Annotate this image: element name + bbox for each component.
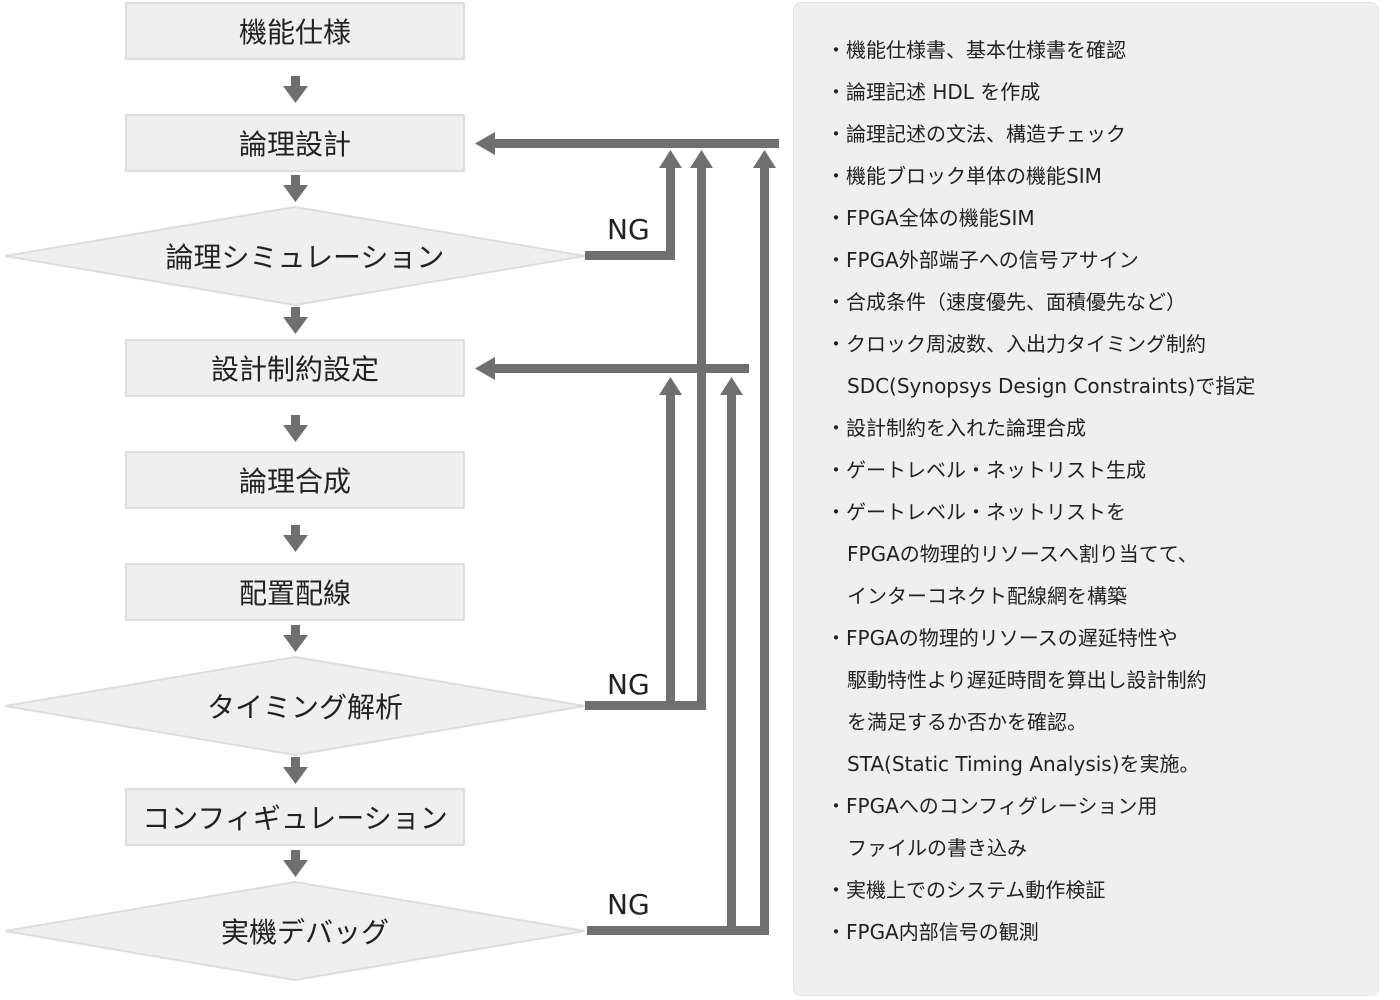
note-line: SDC(Synopsys Design Constraints)で指定 <box>847 374 1256 398</box>
down-arrow <box>283 307 308 334</box>
note-line: ・FPGA全体の機能SIM <box>826 206 1035 230</box>
feedback-arrow-logic-design <box>475 132 779 155</box>
note-line: ・機能仕様書、基本仕様書を確認 <box>826 38 1126 62</box>
ng-label: NG <box>607 668 650 701</box>
ng-path-timing <box>585 150 713 710</box>
step-constraints: 設計制約設定 <box>125 339 465 397</box>
ng-path-debug <box>587 150 776 935</box>
decision-timing: タイミング解析 <box>5 656 585 756</box>
step-logic-design: 論理設計 <box>125 114 465 172</box>
step-place-route: 配置配線 <box>125 563 465 621</box>
ng-path-logic-sim <box>585 150 682 260</box>
note-line: ・論理記述の文法、構造チェック <box>826 122 1126 146</box>
note-line: STA(Static Timing Analysis)を実施。 <box>847 752 1200 776</box>
note-line: ・実機上でのシステム動作検証 <box>826 878 1106 902</box>
decision-logic-sim: 論理シミュレーション <box>5 206 585 306</box>
note-line: ・設計制約を入れた論理合成 <box>826 416 1086 440</box>
note-line: ・FPGA外部端子への信号アサイン <box>826 248 1139 272</box>
note-line: ・合成条件（速度優先、面積優先など） <box>826 290 1186 314</box>
note-line: ・FPGAの物理的リソースの遅延特性や <box>826 626 1178 650</box>
decision-debug: 実機デバッグ <box>5 881 585 981</box>
note-line: ファイルの書き込み <box>847 836 1027 860</box>
step-config: コンフィギュレーション <box>125 788 465 846</box>
note-line: ・FPGAへのコンフィグレーション用 <box>826 794 1158 818</box>
note-line: ・機能ブロック単体の機能SIM <box>826 164 1102 188</box>
down-arrow <box>283 757 308 784</box>
down-arrow <box>283 850 308 877</box>
diamond-shape <box>5 206 585 306</box>
note-line: ・クロック周波数、入出力タイミング制約 <box>826 332 1206 356</box>
feedback-arrow-constraints <box>475 357 749 380</box>
note-line: 駆動特性より遅延時間を算出し設計制約 <box>847 668 1207 692</box>
down-arrow <box>283 175 308 202</box>
diamond-shape <box>5 656 585 756</box>
down-arrow <box>283 525 308 552</box>
diamond-shape <box>5 881 585 981</box>
step-synthesis: 論理合成 <box>125 451 465 509</box>
down-arrow <box>283 415 308 442</box>
decision-label: 実機デバッグ <box>220 916 389 949</box>
note-line: ・論理記述 HDL を作成 <box>826 80 1041 104</box>
ng-label: NG <box>607 213 650 246</box>
decision-label: タイミング解析 <box>206 691 403 724</box>
step-spec: 機能仕様 <box>125 2 465 60</box>
note-line: インターコネクト配線網を構築 <box>847 584 1127 608</box>
note-line: ・ゲートレベル・ネットリスト生成 <box>826 458 1146 482</box>
note-line: ・FPGA内部信号の観測 <box>826 920 1039 944</box>
down-arrow <box>283 76 308 103</box>
note-line: FPGAの物理的リソースへ割り当てて、 <box>847 542 1198 566</box>
note-line: を満足するか否かを確認。 <box>847 710 1087 734</box>
note-line: ・ゲートレベル・ネットリストを <box>826 500 1126 524</box>
ng-label: NG <box>607 888 650 921</box>
description-panel <box>793 2 1379 996</box>
down-arrow <box>283 625 308 652</box>
decision-label: 論理シミュレーション <box>165 241 445 274</box>
